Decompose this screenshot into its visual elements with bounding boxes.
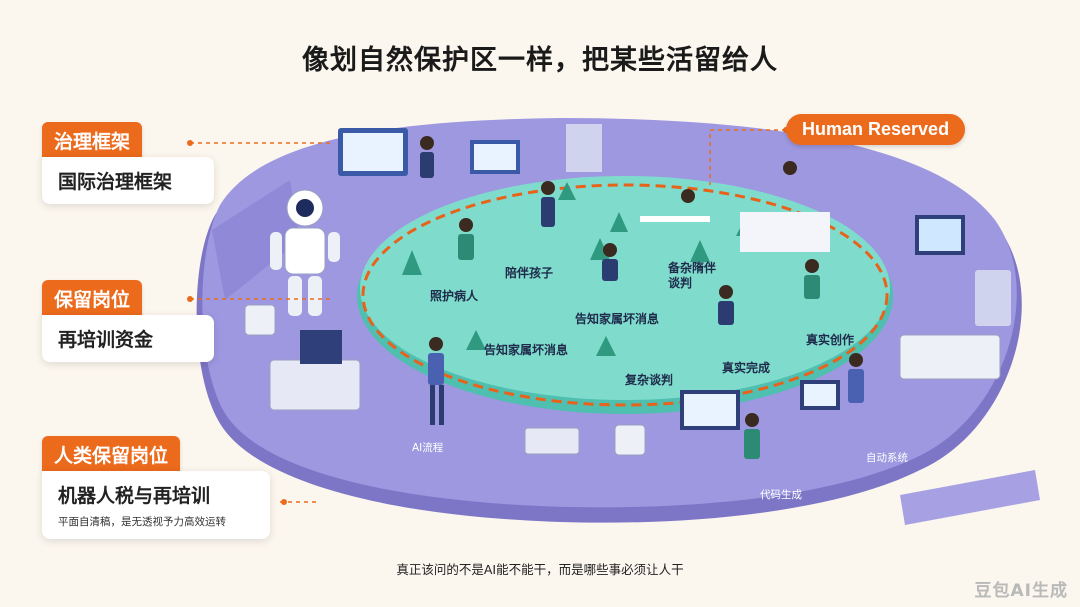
human-reserved-label: Human Reserved: [786, 114, 966, 145]
platform-wing-bottom: [900, 470, 1040, 525]
label-notify-a: 告知家属坏消息: [484, 343, 569, 357]
connector-lines: [190, 129, 786, 503]
platform-wing-left: [212, 180, 300, 300]
zone-dashed-ring: [361, 183, 889, 407]
panel-3-note: 平面自清稿，是无透视予力高效运转: [58, 516, 226, 528]
workers: [338, 124, 965, 459]
panel-1-card: 国际治理框架: [42, 157, 214, 204]
label-real-create: 真实创作: [806, 333, 855, 347]
robot-figure: [270, 189, 340, 316]
label-accompany: 陪伴孩子: [505, 266, 554, 280]
terminals-left: [244, 270, 1011, 456]
label-ai-flow: AI流程: [412, 442, 444, 454]
label-complex-talk-b: 备杂隋伴谈判: [668, 261, 717, 290]
label-care: 照护病人: [430, 289, 479, 303]
page-title: 像划自然保护区一样，把某些活留给人: [302, 45, 778, 76]
footer-caption: 真正该问的不是AI能不能干，而是哪些事必须让人干: [396, 562, 684, 577]
panel-3-title: 机器人税与再培训: [58, 485, 211, 507]
watermark: 豆包AI生成: [974, 581, 1068, 601]
panel-2-tag: 保留岗位: [42, 280, 143, 317]
panel-1-tag: 治理框架: [42, 122, 143, 159]
panel-3-card: 机器人税与再培训 平面自清稿，是无透视予力高效运转: [42, 471, 270, 539]
label-auto-system: 自动系统: [866, 452, 908, 464]
label-code-gen: 代码生成: [760, 489, 802, 501]
panel-3-tag: 人类保留岗位: [42, 436, 181, 473]
label-complex-talk: 复杂谈判: [625, 373, 674, 387]
label-real-done: 真实完成: [722, 361, 771, 375]
panel-2-card: 再培训资金: [42, 315, 214, 362]
label-notify-b: 告知家属坏消息: [575, 312, 660, 326]
